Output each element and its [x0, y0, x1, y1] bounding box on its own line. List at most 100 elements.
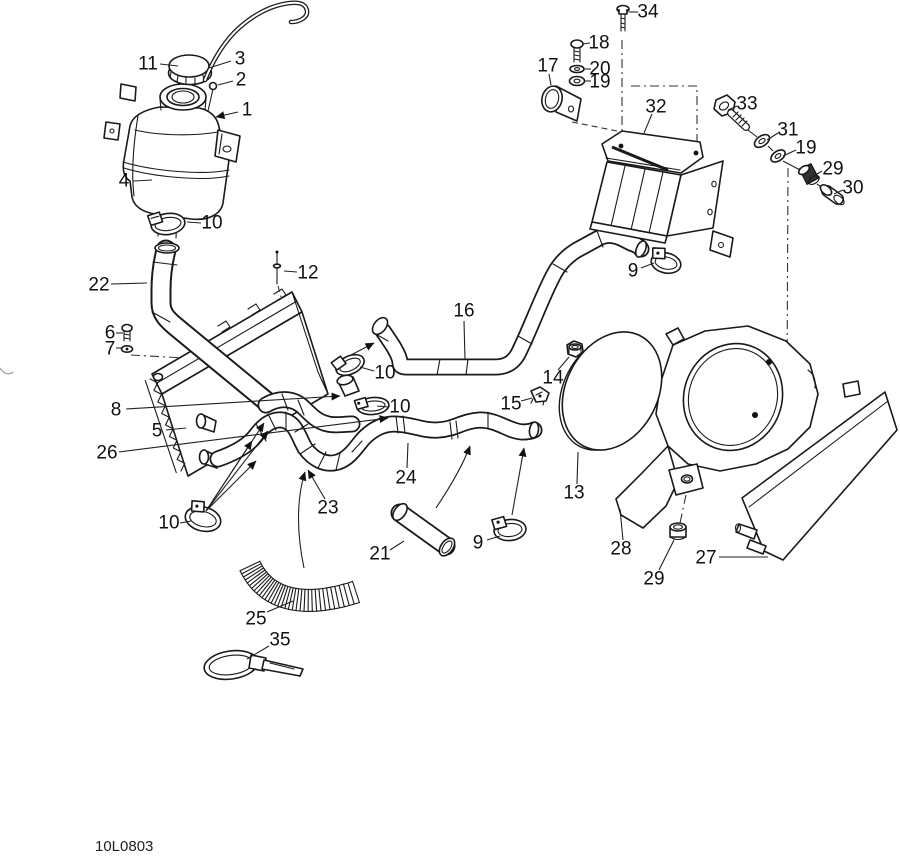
clamp-9-a: [650, 247, 682, 275]
part-label-28: 28: [610, 539, 631, 560]
tube-22: [150, 239, 277, 412]
leader-line-18: [582, 42, 591, 45]
leader-line-4: [132, 179, 153, 182]
leader-line-1: [215, 111, 239, 120]
leader-line-28: [619, 508, 624, 541]
part-label-2: 2: [236, 70, 247, 91]
fan-shroud-28: [615, 325, 819, 529]
assembly-leader-4: [350, 342, 375, 356]
part-label-6: 6: [105, 323, 116, 344]
part-label-18: 18: [588, 33, 609, 54]
part-label-16: 16: [453, 301, 474, 322]
assembly-leader-2: [205, 440, 253, 512]
part-label-11: 11: [138, 54, 158, 75]
part-label-23: 23: [317, 498, 338, 519]
fitting-2: [208, 81, 218, 91]
leader-line-31: [766, 132, 779, 141]
leader-line-24: [406, 442, 409, 469]
leader-line-10: [376, 405, 390, 408]
part-label-10: 10: [374, 363, 395, 384]
radiator-fins: [144, 378, 186, 474]
leader-line-8: [125, 392, 341, 410]
leader-line-11: [159, 63, 179, 67]
corrugated-hose-25: [239, 560, 360, 612]
cable-tie-35: [203, 649, 304, 681]
part-label-5: 5: [152, 421, 163, 442]
leader-line-25: [266, 600, 294, 613]
washer-20: [569, 64, 585, 74]
fastener-chain-right: [713, 94, 845, 206]
clamp-10-d: [184, 500, 222, 533]
leader-line-9: [640, 262, 655, 269]
part-label-14: 14: [542, 368, 564, 389]
clamp-9-b: [491, 515, 527, 542]
part-label-32: 32: [645, 97, 666, 118]
washer-19-left: [568, 75, 586, 87]
leader-line-26: [118, 415, 389, 453]
leader-line-21: [389, 540, 405, 551]
leader-line-12: [283, 270, 298, 273]
leader-line-19: [782, 149, 797, 157]
part-label-10: 10: [158, 513, 179, 534]
leader-line-23: [307, 469, 326, 500]
assembly-leader-1: [205, 430, 269, 512]
assembly-leader-5: [511, 447, 527, 516]
leader-line-9: [486, 535, 501, 541]
radiator-27: [734, 380, 898, 561]
part-label-19: 19: [795, 138, 816, 159]
pin-12: [272, 250, 282, 285]
part-label-9: 9: [628, 261, 639, 282]
leader-lines: [110, 11, 844, 660]
part-label-31: 31: [777, 120, 798, 141]
hose-16: [371, 226, 650, 376]
leader-line-17: [548, 73, 552, 86]
leader-line-10: [359, 366, 375, 372]
part-label-33: 33: [736, 94, 757, 115]
bushing-29-bottom: [669, 522, 687, 541]
leader-line-29: [811, 170, 823, 178]
part-label-34: 34: [637, 2, 659, 23]
vent-hose-3: [202, 0, 310, 91]
washer-31: [753, 133, 771, 149]
part-label-24: 24: [395, 468, 417, 489]
leader-line-10: [186, 221, 202, 224]
part-label-8: 8: [111, 400, 122, 421]
part-label-35: 35: [269, 630, 290, 651]
clamp-10-b: [330, 353, 365, 377]
leader-line-35: [246, 645, 270, 660]
part-label-17: 17: [537, 56, 558, 77]
part-label-29: 29: [822, 159, 843, 180]
part-label-7: 7: [105, 339, 116, 360]
spacer-30: [819, 184, 845, 206]
part-label-13: 13: [563, 483, 584, 504]
part-label-9: 9: [473, 533, 484, 554]
leader-line-10: [179, 520, 192, 524]
clamp-17: [541, 85, 582, 122]
fan-13: [558, 331, 663, 451]
pipe-21: [390, 502, 456, 557]
part-label-22: 22: [88, 275, 109, 296]
assembly-leader-6: [297, 471, 307, 569]
leader-line-32: [643, 113, 653, 134]
leader-line-14: [557, 356, 570, 371]
part-label-30: 30: [842, 178, 863, 199]
part-label-29: 29: [643, 569, 664, 590]
leader-line-29: [658, 539, 675, 571]
drawing-code: 10L0803: [95, 838, 153, 855]
screw-6: [121, 323, 133, 342]
washer-19-right: [770, 149, 786, 163]
bracket-32: [589, 130, 734, 258]
part-label-15: 15: [500, 394, 521, 415]
part-label-25: 25: [245, 609, 266, 630]
part-label-3: 3: [235, 49, 246, 70]
part-label-27: 27: [695, 548, 716, 569]
bolt-33: [713, 94, 750, 131]
washer-7: [120, 344, 134, 353]
clamp-10-tank: [146, 211, 186, 236]
leader-line-3: [208, 60, 232, 69]
clamp-10-c: [353, 396, 390, 416]
part-label-10: 10: [389, 397, 410, 418]
